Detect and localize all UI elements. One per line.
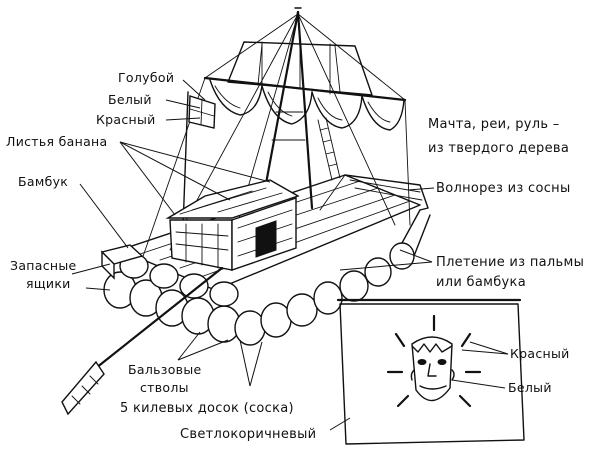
cabin	[165, 179, 300, 271]
raft-illustration	[61, 7, 431, 416]
sun-rays	[386, 314, 482, 408]
label-light-brown: Светлокоричневый	[180, 427, 316, 442]
tiki-face	[410, 336, 455, 402]
label-mast-line2: из твердого дерева	[428, 141, 569, 156]
label-balsa-line2: стволы	[140, 380, 189, 395]
leader-lines	[71, 79, 509, 431]
yard-and-sail	[203, 41, 407, 131]
label-sail-red: Красный	[510, 346, 570, 361]
label-bamboo: Бамбук	[18, 174, 68, 189]
steering-oar	[61, 266, 224, 416]
label-weaving-line2: или бамбука	[436, 275, 526, 290]
label-keel-boards: 5 килевых досок (соска)	[120, 401, 294, 416]
label-spare-boxes-line1: Запасные	[10, 258, 77, 273]
label-white: Белый	[108, 92, 152, 107]
label-spare-boxes-line2: ящики	[26, 276, 71, 291]
label-breakwater: Волнорез из сосны	[436, 181, 571, 196]
sail-detail	[336, 298, 525, 445]
label-sail-white: Белый	[508, 380, 552, 395]
label-red: Красный	[96, 112, 156, 127]
label-mast-line1: Мачта, реи, руль –	[428, 117, 560, 132]
label-balsa-line1: Бальзовые	[128, 362, 202, 377]
label-weaving-line1: Плетение из пальмы	[436, 255, 584, 270]
callout-labels: Голубой Белый Красный Листья банана Бамб…	[6, 70, 584, 442]
label-banana-leaves: Листья банана	[6, 134, 107, 149]
label-blue: Голубой	[118, 70, 174, 85]
